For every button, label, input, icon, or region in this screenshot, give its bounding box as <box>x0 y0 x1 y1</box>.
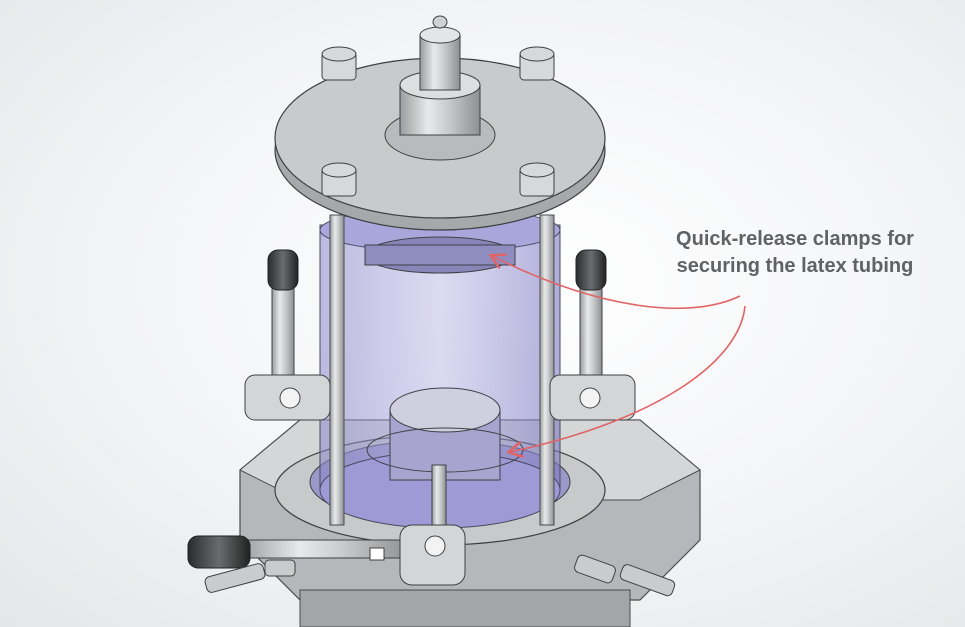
piston-boss <box>384 15 496 161</box>
left-clamp <box>244 249 331 421</box>
top-cap <box>364 236 516 274</box>
tie-rods <box>329 214 555 526</box>
callout-line-1: Quick-release clamps for <box>676 228 914 250</box>
callout-arrows <box>492 256 746 452</box>
front-handle <box>187 464 466 586</box>
fittings <box>204 554 676 597</box>
callout-label: Quick-release clamps for securing the la… <box>640 226 950 280</box>
arrow-to-top-clamp <box>492 256 741 310</box>
arrow-to-bottom-clamp <box>510 305 746 452</box>
right-clamp <box>549 249 636 421</box>
callout-line-2: securing the latex tubing <box>676 255 914 277</box>
top-nuts <box>321 46 555 197</box>
